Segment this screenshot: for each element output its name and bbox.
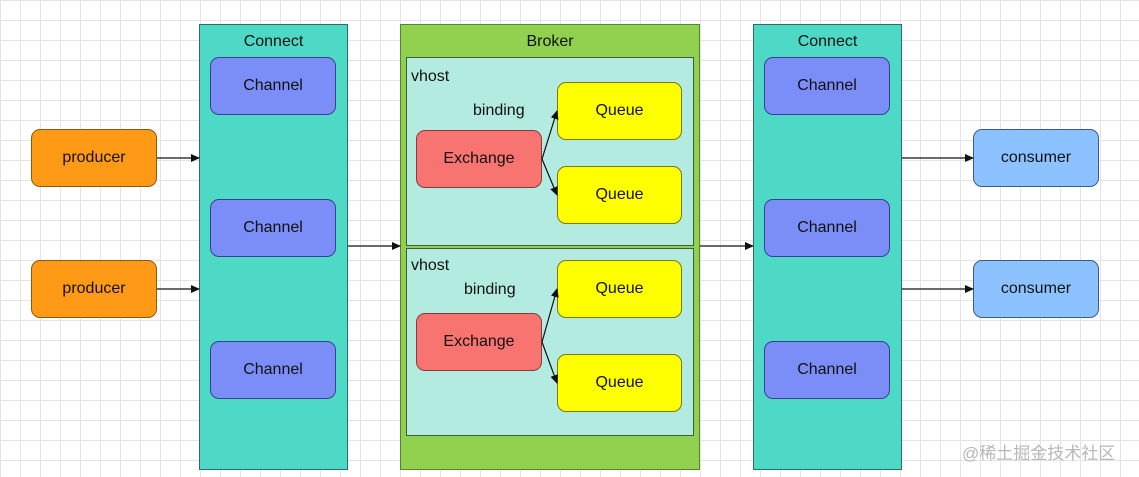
binding-arrow-2-1 — [541, 288, 559, 343]
right-channel-2[interactable]: Channel — [764, 199, 890, 257]
binding-label-2: binding — [464, 281, 516, 298]
producer-1[interactable]: producer — [31, 129, 157, 187]
binding-arrow-1-2 — [541, 158, 558, 196]
consumer-2[interactable]: consumer — [973, 260, 1099, 318]
right-connect-title: Connect — [797, 33, 858, 50]
left-connect-title: Connect — [243, 33, 304, 50]
exchange-1[interactable]: Exchange — [416, 130, 542, 188]
left-channel-1[interactable]: Channel — [210, 57, 336, 115]
exchange-2[interactable]: Exchange — [416, 313, 542, 371]
queue-1-2[interactable]: Queue — [557, 166, 682, 224]
producer-2[interactable]: producer — [31, 260, 157, 318]
broker-title: Broker — [526, 33, 574, 50]
vhost-label-1: vhost — [411, 68, 450, 85]
queue-2-2[interactable]: Queue — [557, 354, 682, 412]
watermark: @稀土掘金技术社区 — [962, 444, 1116, 463]
queue-1-1[interactable]: Queue — [557, 82, 682, 140]
consumer-1[interactable]: consumer — [973, 129, 1099, 187]
left-channel-2[interactable]: Channel — [210, 199, 336, 257]
left-channel-3[interactable]: Channel — [210, 341, 336, 399]
binding-arrow-2-2 — [541, 341, 559, 384]
binding-arrow-1-1 — [541, 110, 559, 160]
vhost-label-2: vhost — [411, 257, 450, 274]
binding-label-1: binding — [473, 102, 525, 119]
queue-2-1[interactable]: Queue — [557, 260, 682, 318]
right-channel-3[interactable]: Channel — [764, 341, 890, 399]
right-channel-1[interactable]: Channel — [764, 57, 890, 115]
